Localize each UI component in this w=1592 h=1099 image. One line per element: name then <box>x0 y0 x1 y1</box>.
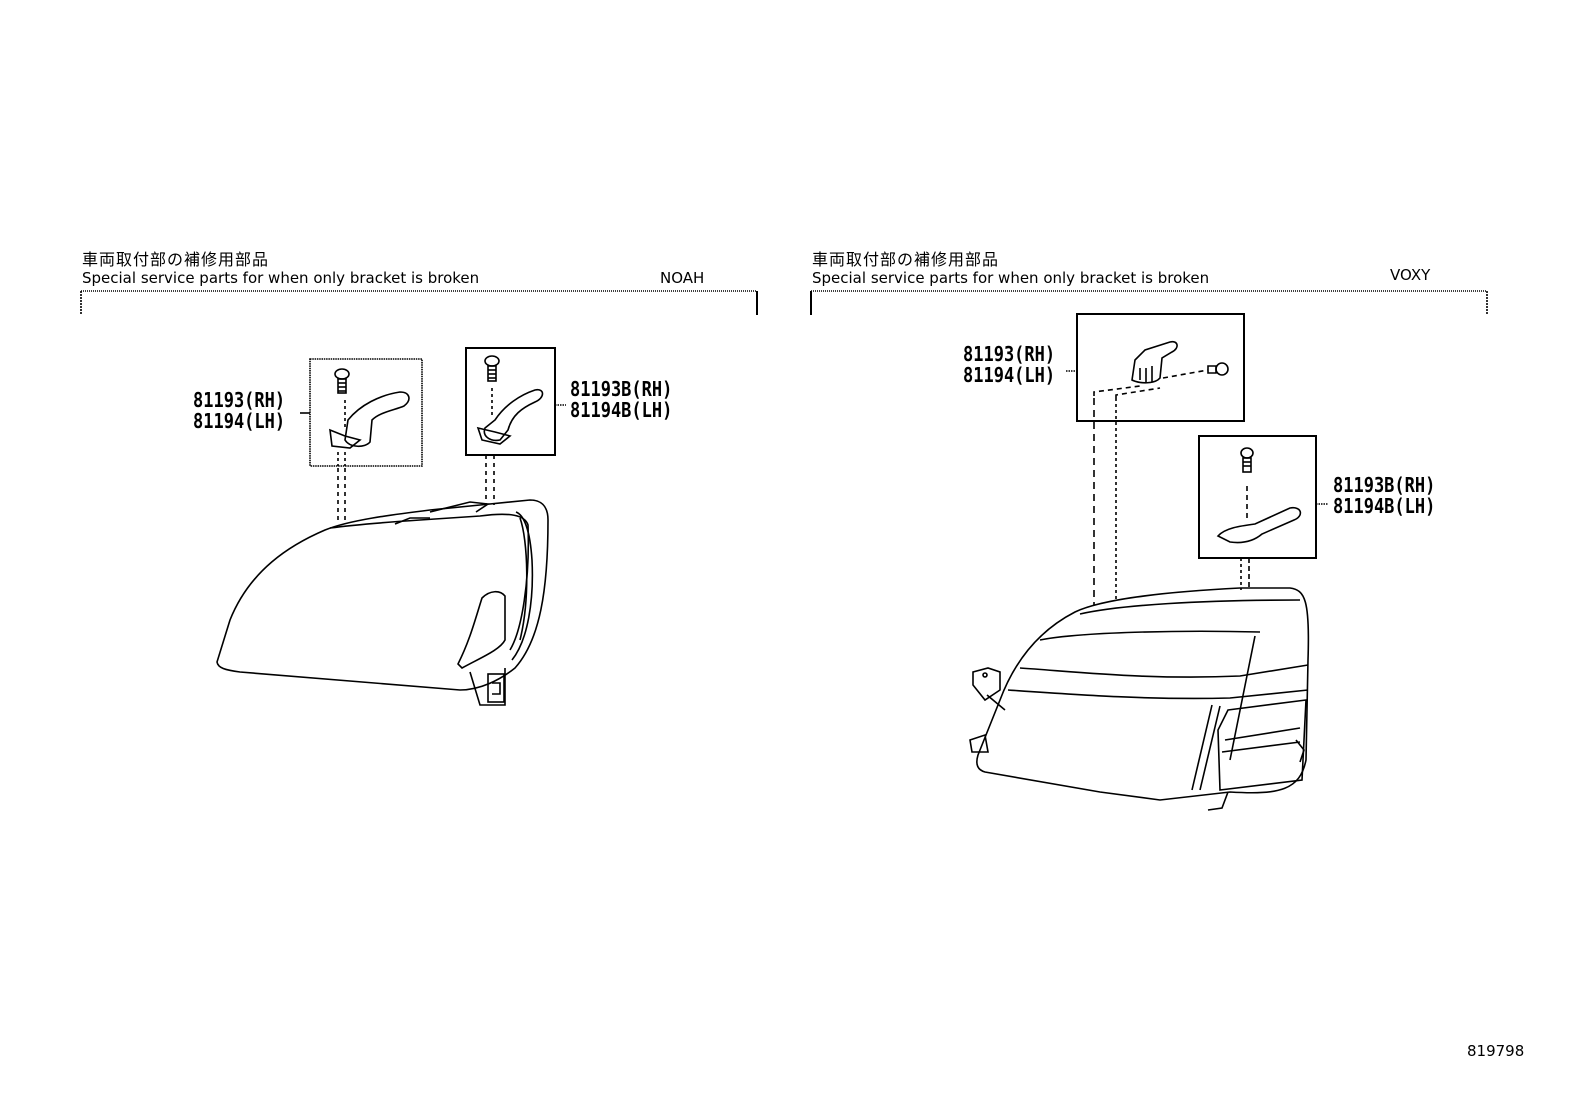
noah-bracket-box-2 <box>465 347 566 505</box>
voxy-bracket-box-2 <box>1198 435 1328 590</box>
part-number: 81194(LH) <box>193 409 286 433</box>
voxy-model-label: VOXY <box>1390 266 1431 284</box>
part-number: 81193B(RH) <box>570 377 673 401</box>
noah-title-jp: 車両取付部の補修用部品 <box>82 250 270 269</box>
part-number: 81193B(RH) <box>1333 473 1436 497</box>
part-number: 81193(RH) <box>963 342 1056 366</box>
voxy-subtitle-en: Special service parts for when only brac… <box>812 269 1210 287</box>
figure-number: 819798 <box>1467 1042 1525 1060</box>
noah-model-label: NOAH <box>660 269 705 287</box>
noah-subtitle-en: Special service parts for when only brac… <box>82 269 480 287</box>
voxy-bracket-box-1 <box>1066 313 1245 605</box>
noah-bracket-box-1 <box>300 358 423 467</box>
noah-callout-81193-81194: 81193(RH) 81194(LH) <box>193 390 285 432</box>
noah-callout-81193B-81194B: 81193B(RH) 81194B(LH) <box>570 379 672 421</box>
voxy-callout-81193B-81194B: 81193B(RH) 81194B(LH) <box>1333 475 1435 517</box>
voxy-callout-81193-81194: 81193(RH) 81194(LH) <box>963 344 1055 386</box>
voxy-headlamp <box>969 587 1310 811</box>
part-number: 81194(LH) <box>963 363 1056 387</box>
part-number: 81194B(LH) <box>1333 494 1436 518</box>
noah-headlamp <box>216 499 549 706</box>
voxy-title-jp: 車両取付部の補修用部品 <box>812 250 1000 269</box>
part-number: 81194B(LH) <box>570 398 673 422</box>
voxy-section-bracket <box>810 290 1488 315</box>
part-number: 81193(RH) <box>193 388 286 412</box>
noah-section-bracket <box>80 290 758 315</box>
